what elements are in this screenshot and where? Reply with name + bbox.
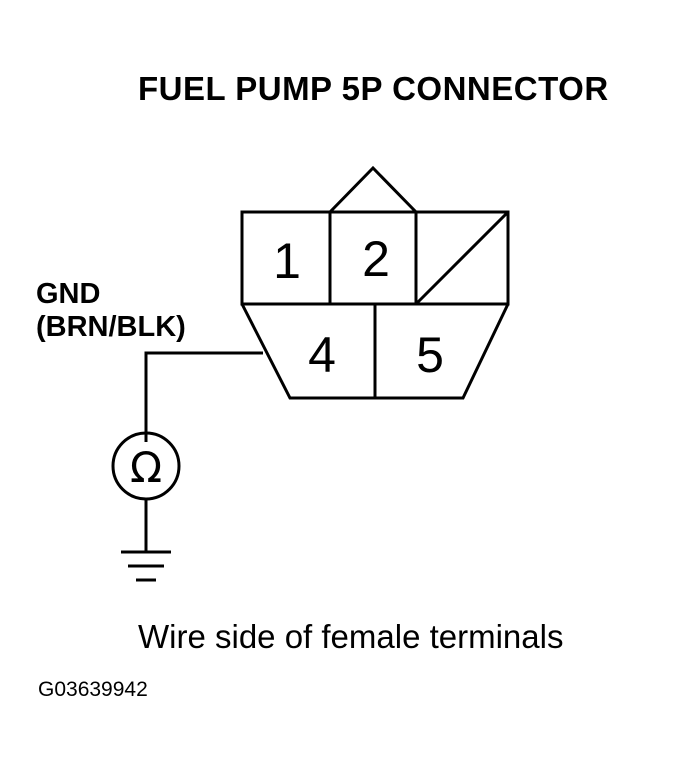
ohm-symbol: Ω <box>130 443 162 492</box>
pin3-unused-slash <box>414 210 510 306</box>
pin-4-label: 4 <box>308 327 336 383</box>
ground-wire-label: GND (BRN/BLK) <box>36 278 186 344</box>
ground-label-line1: GND <box>36 278 101 310</box>
ground-wire <box>144 351 263 442</box>
connector-lock-tab <box>328 165 418 214</box>
diagram-title: FUEL PUMP 5P CONNECTOR <box>138 70 609 107</box>
pin-5-label: 5 <box>416 327 444 383</box>
pin-2-label: 2 <box>362 231 390 287</box>
pin-1-label: 1 <box>273 233 301 289</box>
figure-code: G03639942 <box>38 678 148 701</box>
ground-label-line2: (BRN/BLK) <box>36 311 186 343</box>
diagram-caption: Wire side of female terminals <box>138 618 564 655</box>
chassis-ground-icon <box>121 550 171 582</box>
